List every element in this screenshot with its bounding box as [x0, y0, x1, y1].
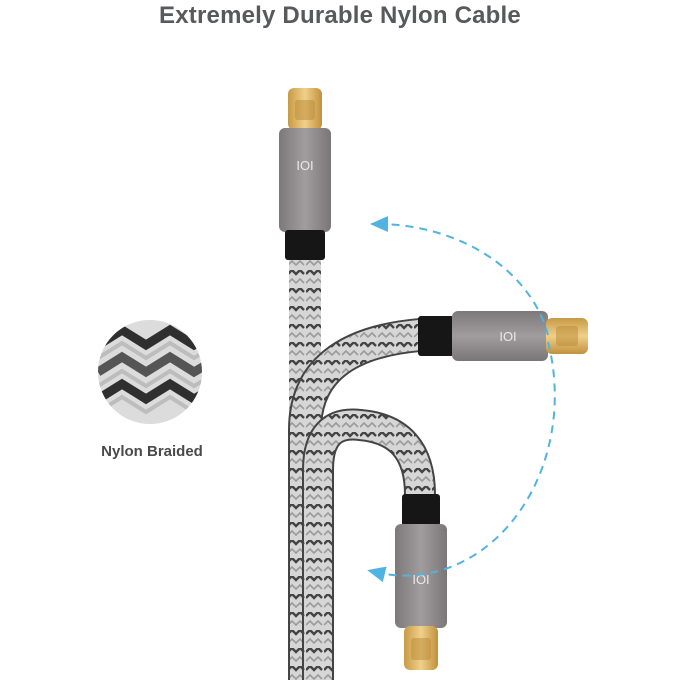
- cable-lower: [304, 410, 434, 680]
- nylon-braided-label: Nylon Braided: [101, 443, 203, 460]
- flex-arrow-up: [370, 216, 549, 336]
- nylon-swatch: [98, 320, 202, 424]
- flex-arrow-down: [367, 341, 556, 583]
- usb-c-connector-middle: IOI: [418, 311, 588, 361]
- logo-text: IOI: [499, 329, 516, 344]
- cable-middle: [290, 320, 422, 680]
- headline: Extremely Durable Nylon Cable: [159, 2, 521, 29]
- usb-c-connector-top: IOI: [279, 88, 331, 260]
- logo-text: IOI: [296, 158, 313, 173]
- usb-c-connector-bottom: IOI: [395, 494, 447, 670]
